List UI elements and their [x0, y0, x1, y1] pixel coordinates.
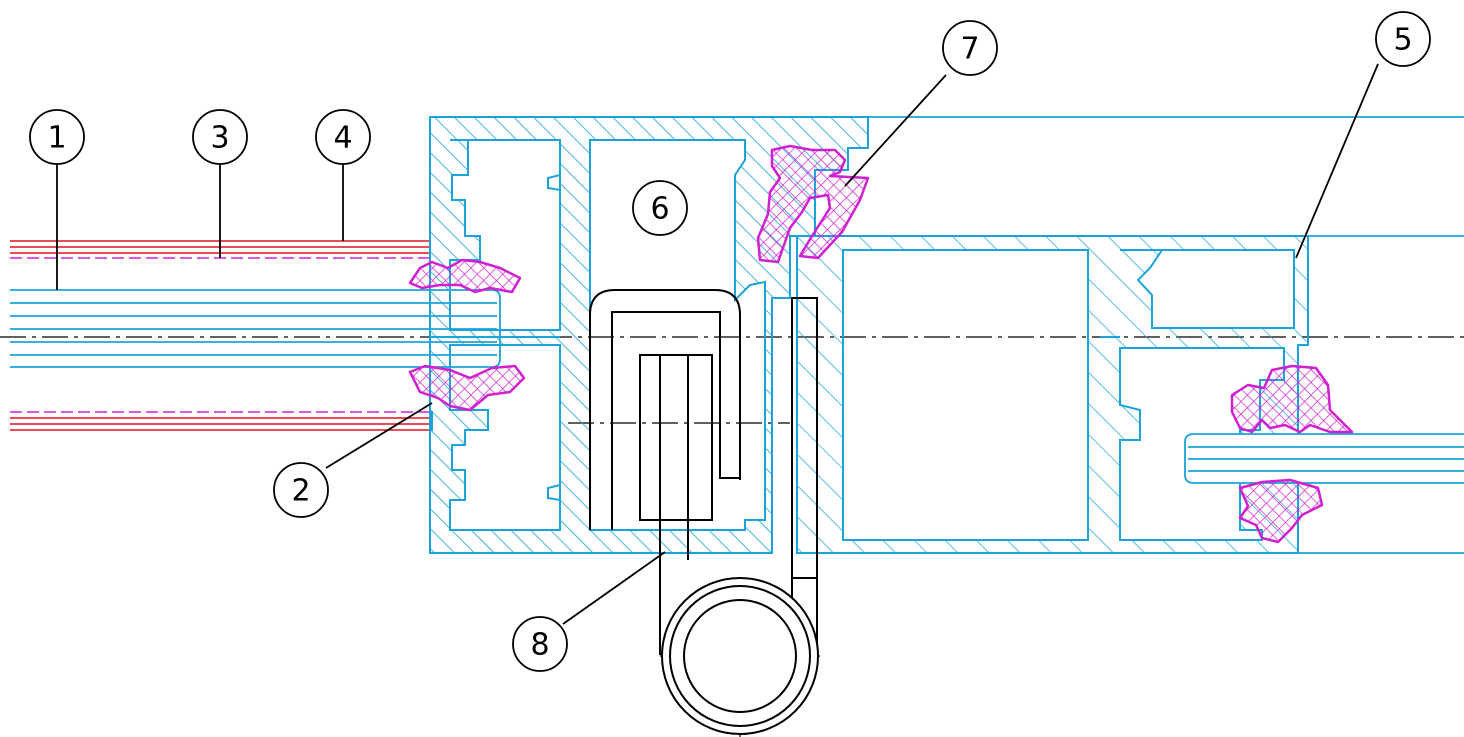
callout-5: 5 [1375, 11, 1431, 67]
callout-2: 2 [273, 462, 329, 518]
round-tube [661, 577, 819, 735]
right-profile [796, 235, 1464, 554]
callout-3: 3 [192, 109, 248, 165]
svg-text:3: 3 [210, 121, 229, 156]
left-glazing-panel [10, 289, 501, 368]
inner-skin-lines [10, 257, 430, 413]
outer-skin-lines [10, 240, 430, 431]
leader-lines [56, 63, 1379, 625]
svg-text:5: 5 [1393, 23, 1412, 58]
svg-text:1: 1 [47, 121, 66, 156]
gasket-right-upper [1230, 364, 1354, 434]
gasket-top-right [756, 144, 870, 264]
right-glazing-panel [1184, 433, 1464, 484]
callout-6: 6 [632, 180, 688, 236]
svg-text:2: 2 [291, 474, 310, 509]
svg-text:6: 6 [650, 192, 669, 227]
svg-text:8: 8 [530, 628, 549, 663]
callout-7: 7 [942, 20, 998, 76]
callout-4: 4 [315, 109, 371, 165]
bracket-connector [589, 289, 818, 655]
callout-8: 8 [512, 616, 568, 672]
svg-text:4: 4 [333, 121, 352, 156]
svg-text:7: 7 [960, 32, 979, 67]
gaskets [408, 144, 1354, 544]
main-profile [429, 116, 869, 554]
gasket-right-lower [1238, 478, 1324, 544]
gasket-left-lower [408, 364, 526, 412]
callout-1: 1 [29, 109, 85, 165]
gasket-left-upper [408, 258, 522, 294]
